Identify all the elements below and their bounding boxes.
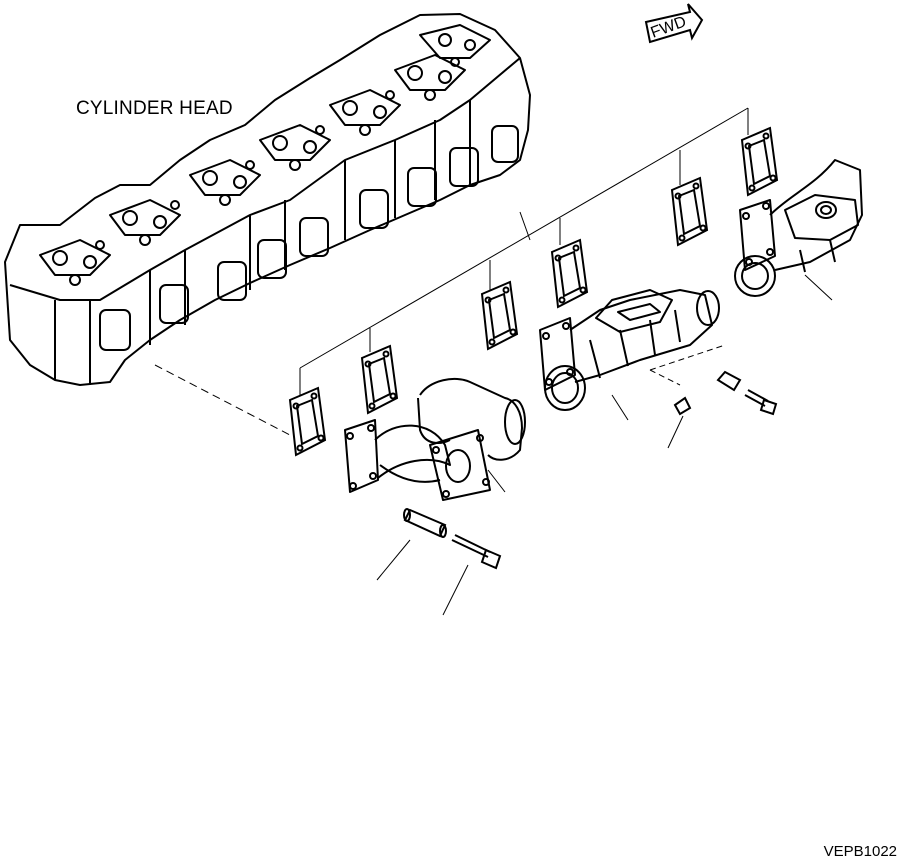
gasket-2 (360, 344, 399, 415)
forward-arrow-label: FWD (649, 13, 689, 41)
cylinder-head-assembly (4, 13, 531, 386)
forward-arrow: FWD (644, 3, 704, 44)
assembly-centerlines (154, 107, 749, 436)
center-exhaust-manifold (539, 289, 720, 411)
drawing-code: VEPB1022 (823, 843, 897, 860)
gasket-1 (288, 386, 327, 457)
spacer-sleeve-rear (716, 370, 742, 392)
cylinder-head-holes (52, 33, 476, 286)
bolt-small (673, 396, 692, 416)
rear-exhaust-manifold (734, 159, 863, 297)
gasket-4 (550, 238, 589, 309)
bolt-front (451, 534, 502, 570)
cylinder-head-label: CYLINDER HEAD (76, 98, 233, 119)
gasket-3 (480, 280, 519, 351)
gasket-6 (740, 126, 779, 197)
gasket-5 (670, 176, 709, 247)
spacer-sleeve-front (403, 508, 447, 538)
bolt-rear (744, 389, 778, 416)
callout-leaders (376, 274, 833, 616)
front-exhaust-manifold (344, 377, 526, 501)
